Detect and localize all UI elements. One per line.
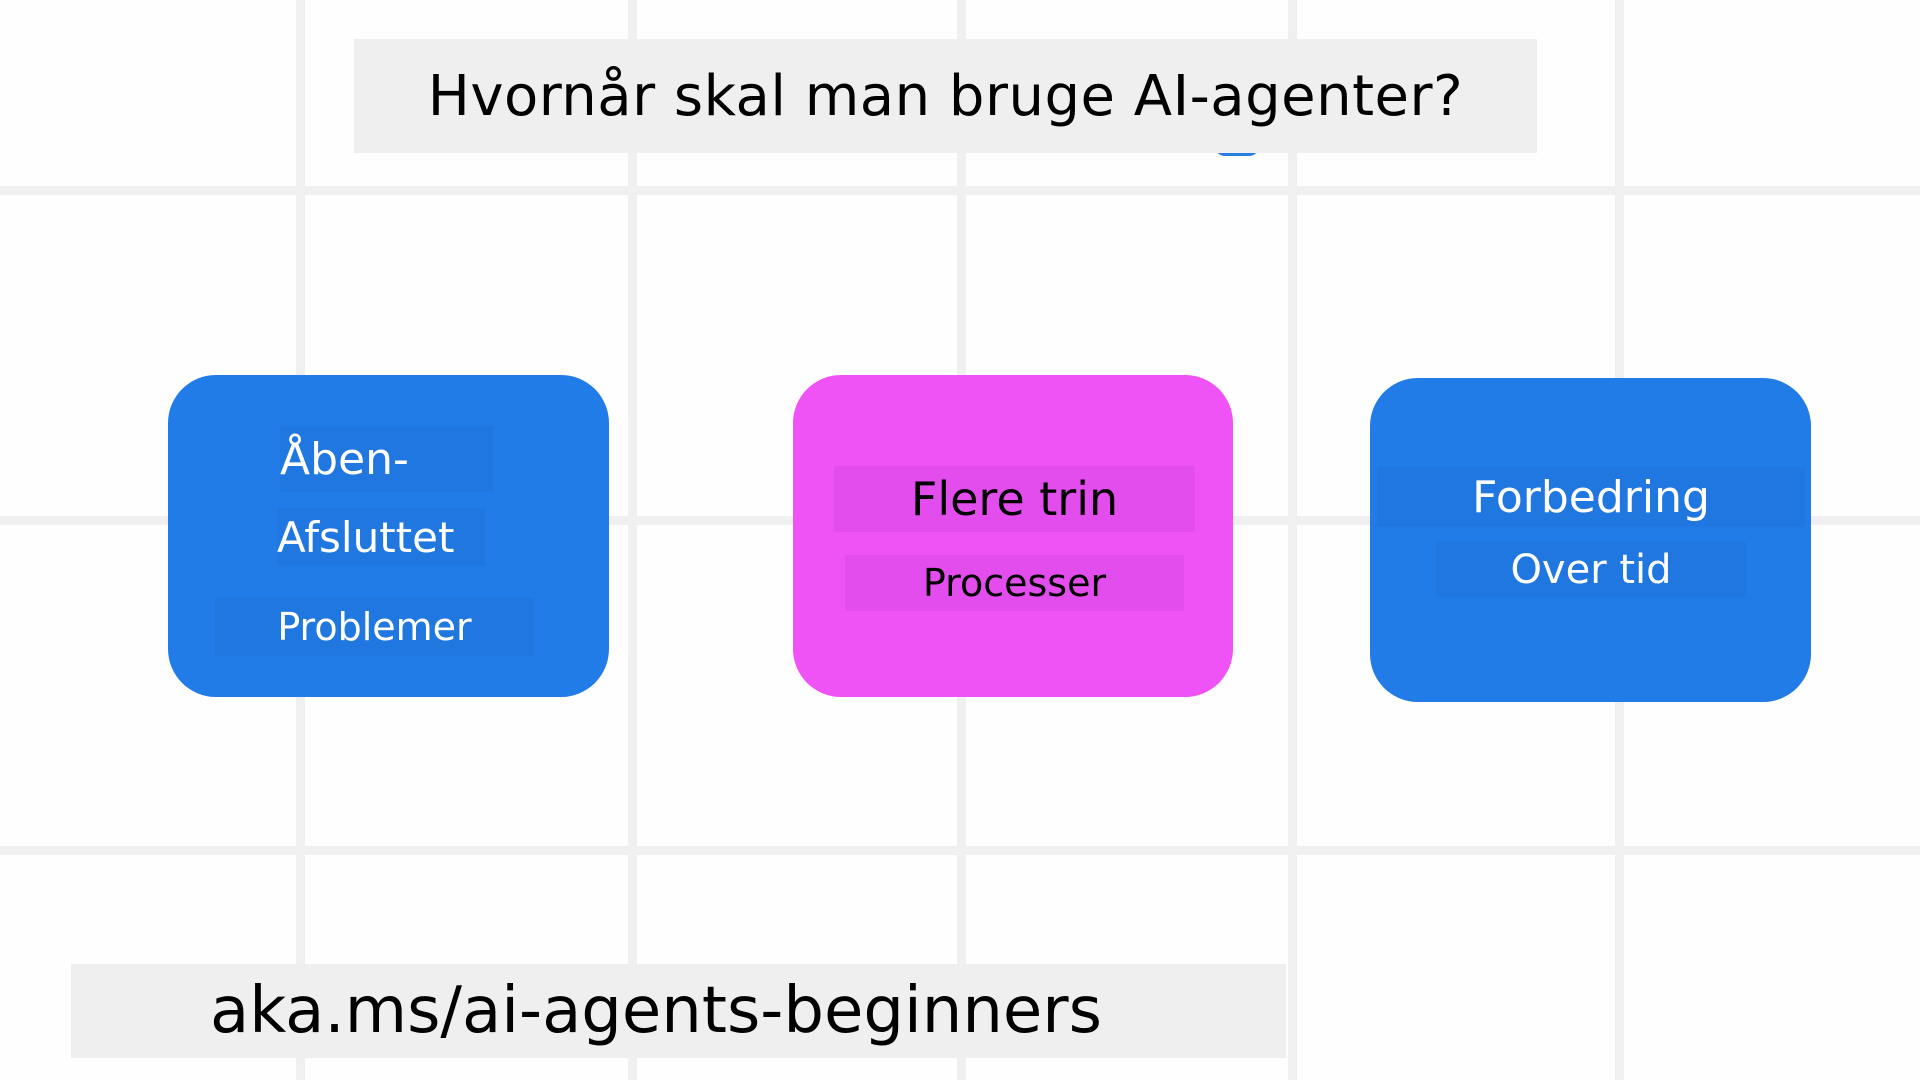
card-label: Over tid — [1436, 542, 1746, 598]
slide-title: Hvornår skal man bruge AI-agenter? — [427, 63, 1464, 129]
title-banner: Hvornår skal man bruge AI-agenter? — [354, 39, 1537, 153]
card-label: Processer — [845, 555, 1184, 611]
grid-line — [0, 186, 1920, 195]
card-label: Forbedring — [1377, 467, 1805, 527]
card-label: Afsluttet — [277, 508, 485, 566]
course-link[interactable]: aka.ms/ai-agents-beginners — [210, 974, 1102, 1048]
card-open-ended-problems: Åben- Afsluttet Problemer — [168, 375, 609, 697]
grid-line — [0, 846, 1920, 855]
url-banner — [71, 964, 1286, 1058]
card-label: Flere trin — [834, 466, 1195, 532]
grid-line — [628, 0, 637, 1080]
card-label: Åben- — [280, 426, 493, 492]
card-multi-step-processes: Flere trin Processer — [793, 375, 1233, 697]
grid-line — [1288, 0, 1297, 1080]
card-improvement-over-time: Forbedring Over tid — [1370, 378, 1811, 702]
card-label: Problemer — [215, 598, 534, 656]
